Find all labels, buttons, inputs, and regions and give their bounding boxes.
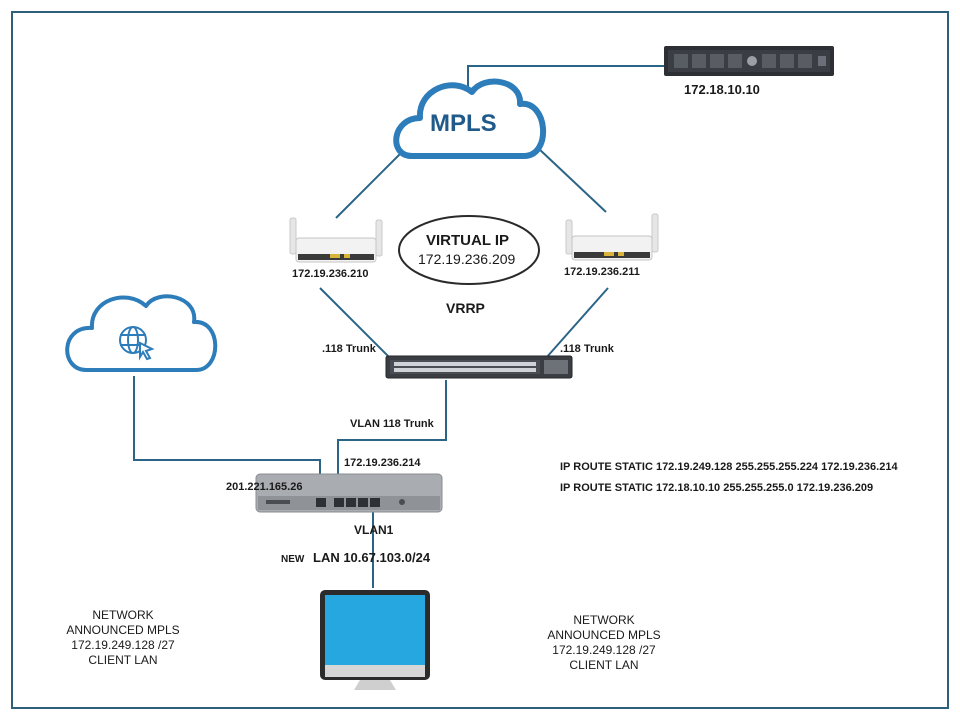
firewall-icon (255, 473, 443, 513)
mpls-label: MPLS (430, 110, 497, 137)
virtual-ip-title: VIRTUAL IP (426, 232, 510, 249)
link-mpls-server (467, 65, 668, 88)
right-router-ip-label: 172.19.236.211 (564, 266, 640, 278)
right-note-line: ANNOUNCED MPLS (547, 628, 661, 642)
route-line-1: IP ROUTE STATIC 172.19.249.128 255.255.2… (560, 461, 898, 473)
server-icon (664, 46, 834, 76)
right-note-line: 172.19.249.128 /27 (552, 643, 656, 657)
right-trunk-label: .118 Trunk (560, 343, 614, 355)
switch-icon (385, 355, 573, 379)
vlan-trunk-label: VLAN 118 Trunk (350, 418, 434, 430)
right-router-icon (565, 213, 659, 261)
link-mpls-right-router (537, 147, 607, 213)
links (133, 65, 668, 588)
lan-label: LAN 10.67.103.0/24 (313, 550, 431, 565)
virtual-ip-ellipse (398, 215, 540, 285)
monitor-icon (320, 590, 430, 690)
left-router-ip-label: 172.19.236.210 (292, 268, 369, 280)
server-ip-label: 172.18.10.10 (684, 82, 760, 97)
mpls-cloud-icon (393, 78, 547, 159)
left-note-line: CLIENT LAN (88, 653, 158, 667)
vrrp-label: VRRP (446, 300, 485, 316)
firewall-vlan-label: VLAN1 (354, 523, 394, 537)
route-line-2: IP ROUTE STATIC 172.18.10.10 255.255.255… (560, 482, 874, 494)
left-network-note: NETWORK ANNOUNCED MPLS 172.19.249.128 /2… (48, 608, 198, 668)
left-trunk-label: .118 Trunk (322, 343, 376, 355)
right-note-line: CLIENT LAN (569, 658, 639, 672)
right-note-line: NETWORK (573, 613, 635, 627)
globe-cursor-icon (119, 326, 155, 361)
left-note-line: NETWORK (92, 608, 154, 622)
lan-prefix-label: NEW (281, 554, 305, 565)
link-right-router-switch (545, 287, 609, 359)
right-network-note: NETWORK ANNOUNCED MPLS 172.19.249.128 /2… (529, 613, 679, 673)
left-note-line: 172.19.249.128 /27 (71, 638, 175, 652)
firewall-wan-ip-label: 201.221.165.26 (226, 481, 303, 493)
firewall-inside-ip-label: 172.19.236.214 (344, 457, 421, 469)
diagram-frame (11, 11, 949, 709)
internet-cloud-icon (65, 294, 218, 372)
link-left-router-switch (319, 287, 393, 361)
virtual-ip-address: 172.19.236.209 (418, 251, 516, 267)
link-switch-firewall (337, 380, 447, 500)
link-mpls-left-router (335, 147, 407, 219)
left-note-line: ANNOUNCED MPLS (66, 623, 180, 637)
left-router-icon (289, 217, 383, 263)
